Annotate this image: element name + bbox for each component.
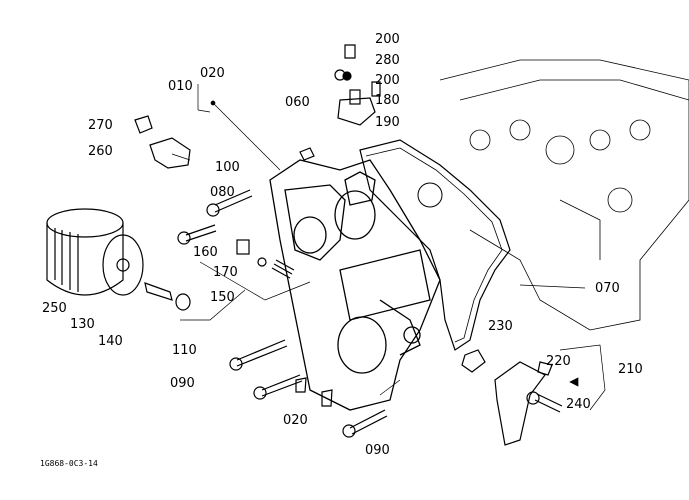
callout-020: 020 [200, 66, 225, 81]
callout-200: 200 [375, 73, 400, 88]
callout-270: 270 [88, 118, 113, 133]
callout-010: 010 [168, 79, 193, 94]
callout-060: 060 [285, 95, 310, 110]
callout-250: 250 [42, 301, 67, 316]
callout-090: 090 [170, 376, 195, 391]
callout-170: 170 [213, 265, 238, 280]
diagram-caption: 1G868-0C3-14 [40, 459, 98, 468]
callout-180: 180 [375, 93, 400, 108]
leader-lines [171, 84, 606, 411]
oil-filter [46, 208, 144, 296]
gasket [359, 139, 511, 351]
callout-280: 280 [375, 53, 400, 68]
gear-case [269, 159, 441, 411]
callout-230: 230 [488, 319, 513, 334]
small-parts [134, 44, 563, 446]
callout-090: 090 [365, 443, 390, 458]
callout-190: 190 [375, 115, 400, 130]
callout-140: 140 [98, 334, 123, 349]
callout-150: 150 [210, 290, 235, 305]
callout-260: 260 [88, 144, 113, 159]
engine-block [439, 59, 689, 331]
callout-240: 240 [566, 397, 591, 412]
gasket-hole [417, 182, 443, 208]
callout-100: 100 [215, 160, 240, 175]
callout-130: 130 [70, 317, 95, 332]
callout-160: 160 [193, 245, 218, 260]
callout-020: 020 [283, 413, 308, 428]
callout-210: 210 [618, 362, 643, 377]
callout-220: 220 [546, 354, 571, 369]
callout-070: 070 [595, 281, 620, 296]
callout-080: 080 [210, 185, 235, 200]
gasket-inner-edge [365, 147, 503, 343]
callout-200: 200 [375, 32, 400, 47]
callout-110: 110 [172, 343, 197, 358]
